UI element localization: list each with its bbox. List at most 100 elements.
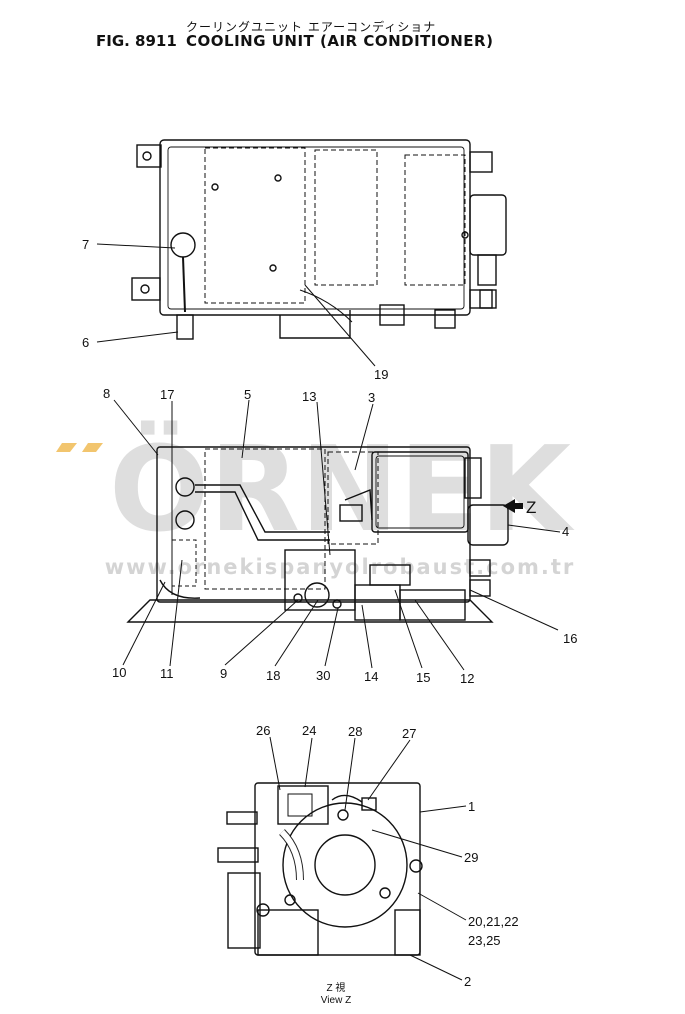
- leader-28: [344, 737, 356, 811]
- view-z-arrow: Z: [503, 498, 536, 517]
- bracket-top-right: [469, 151, 493, 173]
- blower-case: [371, 451, 469, 533]
- refrigerant-pipe-2: [195, 491, 330, 541]
- leader-11: [169, 559, 183, 667]
- clip-28: [331, 794, 363, 803]
- watermark-accent-1: [56, 443, 77, 452]
- fitting-left-2: [217, 847, 259, 863]
- watermark: ÖRNEK www.ornekispanyolrobaust.com.tr: [56, 420, 576, 579]
- expansion-valve: [469, 194, 507, 256]
- hose-29-inner: [279, 829, 303, 881]
- fitting-16a: [469, 559, 491, 577]
- watermark-url: www.ornekispanyolrobaust.com.tr: [105, 555, 576, 579]
- callout-10: 10: [112, 665, 126, 680]
- evaporator-core: [204, 448, 326, 590]
- base-plate: [126, 599, 494, 623]
- callout-2: 2: [464, 974, 471, 989]
- blower-panel: [404, 154, 466, 286]
- bolt-lower-left: [284, 894, 296, 906]
- leader-19: [304, 284, 376, 367]
- fitting-16b: [469, 579, 491, 597]
- leader-29: [371, 829, 463, 858]
- fitting-left-1: [226, 811, 258, 825]
- view-z-housing: [254, 782, 421, 956]
- pipe-clamp: [339, 504, 363, 522]
- bolt-9: [293, 593, 303, 603]
- blower-inner: [375, 455, 465, 529]
- lower-duct: [279, 310, 351, 339]
- lower-box: [257, 909, 319, 956]
- bolt-lower-right: [379, 887, 391, 899]
- watermark-brand: ÖRNEK: [109, 420, 576, 558]
- screw: [274, 174, 282, 182]
- leader-1: [419, 805, 467, 813]
- switch-face: [287, 793, 313, 817]
- housing-inner: [167, 146, 465, 310]
- callout-15: 15: [416, 670, 430, 685]
- callout-19: 19: [374, 367, 388, 382]
- leader-27: [367, 739, 411, 801]
- leader-5: [241, 399, 250, 459]
- duct-12: [399, 589, 466, 621]
- evaporator-panel: [204, 147, 306, 304]
- refrigerant-pipe-1: [195, 484, 330, 533]
- callout-23-25: 23,25: [468, 933, 501, 948]
- leader-3: [354, 403, 374, 471]
- callout-29: 29: [464, 850, 478, 865]
- drain-line: [159, 579, 201, 599]
- view-arrow-label: Z: [526, 498, 536, 517]
- callout-5: 5: [244, 387, 251, 402]
- callout-3: 3: [368, 390, 375, 405]
- callout-6: 6: [82, 335, 89, 350]
- thermo-switch: [277, 785, 329, 825]
- callout-17: 17: [160, 387, 174, 402]
- leader-24: [304, 737, 313, 788]
- valve-fitting: [477, 254, 497, 286]
- view-z: [217, 782, 423, 956]
- middle-leaders: [113, 399, 561, 671]
- bolt-30: [332, 599, 342, 609]
- heater-core: [327, 451, 379, 545]
- valve-fitting-2: [479, 289, 497, 309]
- callout-13: 13: [302, 389, 316, 404]
- blower-hub: [314, 834, 376, 896]
- thermostat: [304, 582, 330, 608]
- housing-side: [156, 446, 471, 603]
- watermark-accent-2: [82, 443, 103, 452]
- bracket-15: [369, 564, 411, 586]
- drain-fitting: [176, 314, 194, 340]
- leader-15: [394, 589, 423, 669]
- pipe-fitting-upper: [175, 477, 195, 497]
- figure-number: FIG. 8911: [96, 32, 177, 50]
- leader-13: [316, 401, 331, 556]
- leader-26: [269, 736, 281, 791]
- callout-27: 27: [402, 726, 416, 741]
- hose-19: [299, 289, 353, 323]
- lower-box-right: [394, 909, 421, 956]
- callout-16: 16: [563, 631, 577, 646]
- callout-9: 9: [220, 666, 227, 681]
- connector-block: [379, 304, 405, 326]
- figure-title: COOLING UNIT (AIR CONDITIONER): [186, 32, 494, 50]
- japanese-title: クーリングユニット エアーコンディショナ: [186, 20, 437, 34]
- pipe-fitting-lower: [175, 510, 195, 530]
- callout-7: 7: [82, 237, 89, 252]
- bracket-hole: [140, 284, 150, 294]
- leader-30: [324, 607, 339, 667]
- view-caption-en: View Z: [321, 995, 351, 1006]
- bracket-hole: [142, 151, 152, 161]
- callout-18: 18: [266, 668, 280, 683]
- callout-28: 28: [348, 724, 362, 739]
- bottom-leaders: [269, 736, 467, 981]
- view-caption-jp: Z 視: [327, 981, 346, 994]
- leader-9: [224, 599, 299, 666]
- callout-24: 24: [302, 723, 316, 738]
- leader-20: [417, 892, 467, 921]
- callout-20-21-22: 20,21,22: [468, 914, 519, 929]
- leader-16: [469, 589, 559, 631]
- bolt-right: [409, 859, 423, 873]
- leader-12: [414, 599, 465, 671]
- bracket-top-left: [136, 144, 162, 168]
- drain-port: [170, 232, 196, 258]
